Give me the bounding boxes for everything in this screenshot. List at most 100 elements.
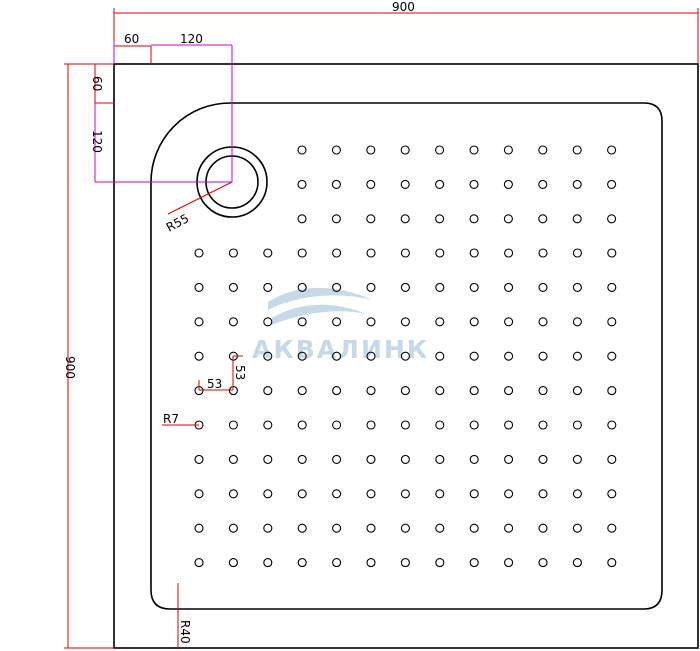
wave-logo-icon	[268, 287, 372, 325]
drain-hole	[469, 248, 479, 258]
drain-hole	[435, 386, 445, 396]
drain-hole	[572, 145, 582, 155]
drain-hole	[538, 214, 548, 224]
drain-hole	[366, 454, 376, 464]
drain-hole	[228, 454, 238, 464]
tray-inner-outline	[150, 102, 663, 610]
drain-hole	[332, 420, 342, 430]
drain-hole	[331, 214, 341, 224]
drain-hole	[228, 317, 238, 327]
drain-hole	[263, 248, 273, 258]
drain-hole	[538, 282, 548, 292]
drain-hole	[435, 523, 445, 533]
dim-height-label: 900	[63, 356, 77, 379]
drain-hole	[366, 558, 376, 568]
drain-hole	[538, 145, 548, 155]
drain-hole	[469, 351, 479, 361]
drain-hole	[366, 145, 376, 155]
drain-hole	[469, 317, 479, 327]
drain-hole	[400, 558, 410, 568]
drain-hole	[400, 420, 410, 430]
drain-hole	[504, 523, 514, 533]
drain-hole	[469, 420, 479, 430]
drain-hole	[504, 454, 514, 464]
drain-hole	[469, 282, 479, 292]
drain-hole	[228, 282, 238, 292]
drain-hole	[332, 489, 342, 499]
drain-hole	[572, 489, 582, 499]
drain-hole	[366, 386, 376, 396]
drain-hole	[435, 558, 445, 568]
drain-hole	[332, 454, 342, 464]
drain-hole	[607, 351, 617, 361]
drain-hole	[297, 214, 307, 224]
drain-hole	[194, 282, 204, 292]
drain-hole	[400, 523, 410, 533]
drain-hole	[572, 420, 582, 430]
drain-hole	[194, 489, 204, 499]
drain-hole	[607, 523, 617, 533]
drain-hole	[469, 523, 479, 533]
drain-hole	[538, 179, 548, 189]
drain-hole	[366, 523, 376, 533]
drain-hole	[263, 386, 273, 396]
drain-hole	[332, 558, 342, 568]
drain-hole	[228, 248, 238, 258]
drain-hole	[572, 282, 582, 292]
drain-hole	[263, 454, 273, 464]
drain-hole	[263, 489, 273, 499]
drain-hole	[194, 454, 204, 464]
drain-hole	[572, 248, 582, 258]
drain-hole	[607, 145, 617, 155]
drain-hole	[297, 179, 307, 189]
drain-hole	[504, 351, 514, 361]
dim-drain-radius-leader	[167, 181, 233, 215]
drain-hole	[263, 558, 273, 568]
drain-hole	[572, 386, 582, 396]
drain-hole	[366, 420, 376, 430]
drain-hole	[297, 248, 307, 258]
drain-hole	[366, 179, 376, 189]
drain-hole	[504, 386, 514, 396]
dim-drain-y2-label: 120	[90, 130, 104, 153]
drain-hole	[435, 145, 445, 155]
drain-hole	[366, 317, 376, 327]
drain-hole	[263, 351, 273, 361]
drain-hole	[297, 145, 307, 155]
drain-hole	[572, 454, 582, 464]
drain-hole	[504, 489, 514, 499]
drain-hole	[504, 420, 514, 430]
drain-hole	[435, 248, 445, 258]
drain-hole	[503, 214, 513, 224]
dim-width-label: 900	[392, 0, 415, 14]
drain-hole	[538, 489, 548, 499]
drain-hole	[228, 420, 238, 430]
drain-hole	[400, 351, 410, 361]
drain-hole	[194, 248, 204, 258]
drain-hole	[297, 317, 307, 327]
drain-hole	[297, 523, 307, 533]
drain-hole	[572, 179, 582, 189]
drain-hole	[607, 317, 617, 327]
drain-hole	[332, 523, 342, 533]
drain-hole	[572, 523, 582, 533]
drain-hole	[332, 282, 342, 292]
drain-hole	[400, 179, 410, 189]
drain-hole	[194, 523, 204, 533]
drain-hole	[607, 248, 617, 258]
dim-drain-x2-label: 120	[180, 32, 203, 46]
drain-hole	[572, 317, 582, 327]
drain-hole	[504, 282, 514, 292]
drain-hole	[469, 454, 479, 464]
drain-hole	[504, 317, 514, 327]
dim-corner-radius-label: R40	[178, 620, 192, 644]
hole-grid	[194, 145, 617, 568]
drain-hole	[504, 248, 514, 258]
drain-hole	[607, 214, 617, 224]
drain-hole	[263, 282, 273, 292]
drain-hole	[538, 523, 548, 533]
drain-hole	[297, 351, 307, 361]
drain-hole	[297, 558, 307, 568]
drain-hole	[400, 454, 410, 464]
